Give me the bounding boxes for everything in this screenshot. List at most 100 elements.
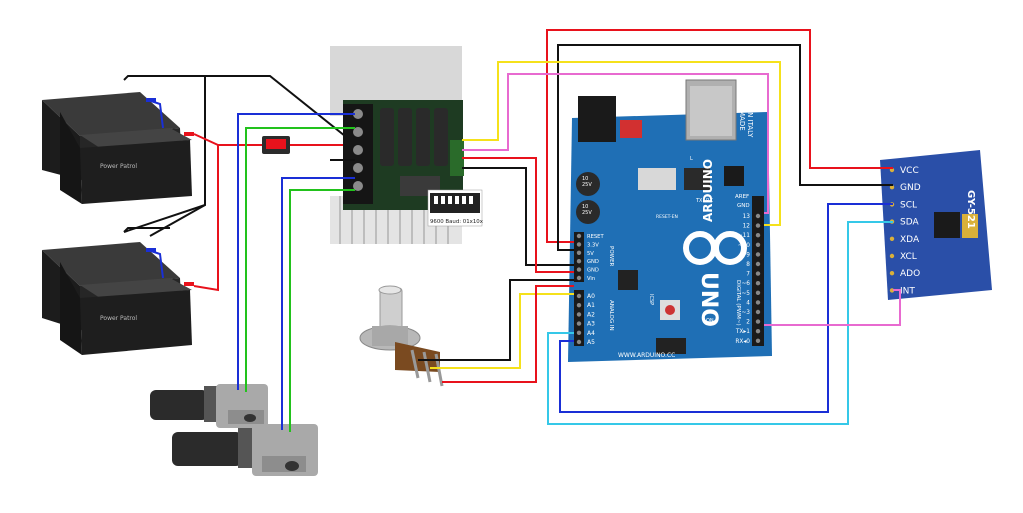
power-switch — [262, 136, 290, 154]
power-pin-hole — [576, 250, 582, 255]
power-pin-1: 3.3V — [587, 242, 599, 248]
wire-pink-s2 — [462, 73, 769, 214]
wire-green-motor2 — [289, 189, 355, 432]
analog-pin-hole — [576, 303, 582, 308]
mpu-pin-hole — [889, 253, 895, 259]
mpu-pin-scl: SCL — [900, 200, 917, 210]
analog-pin-4: A4 — [587, 330, 595, 337]
digital-pin-hole — [755, 252, 761, 257]
power-pin-2: 5V — [587, 251, 594, 257]
digital-pin-3: ~10 — [738, 243, 751, 249]
digital-pin-hole — [755, 300, 761, 305]
analog-pin-5: A5 — [587, 339, 595, 346]
arduino-l-label: L — [690, 156, 693, 162]
arduino-reset-en: RESET-EN — [656, 214, 678, 220]
power-pin-3: GND — [587, 259, 599, 265]
wire-black-pot — [418, 279, 574, 361]
power-pin-hole — [576, 233, 582, 239]
signal-wiring — [237, 29, 901, 432]
wire-blue-motor2 — [281, 177, 355, 430]
digital-pin-9: 4 — [746, 300, 750, 306]
mpu-pin-int: INT — [900, 286, 915, 296]
mpu-pin-hole — [889, 185, 895, 190]
wire-red-driver — [462, 157, 574, 273]
digital-pin-6: 7 — [746, 272, 750, 278]
wire-yellow-pot — [430, 293, 574, 369]
power-pin-hole — [576, 242, 582, 247]
wire-blue-scl — [559, 203, 893, 413]
digital-pin-hole — [755, 338, 761, 343]
digital-pin-hole — [755, 233, 761, 238]
wire-cyan-sda — [547, 221, 893, 425]
arduino-model: UNO — [696, 272, 721, 327]
digital-pin-12: TX▸1 — [735, 329, 750, 335]
wire-black-driver-gnd — [462, 167, 574, 266]
gear-motor-bottom — [172, 424, 318, 476]
mpu-pin-vcc: VCC — [900, 166, 919, 176]
dip-switch: 9600 Baud: 01x10x — [427, 189, 484, 227]
mpu-pin-xcl: XCL — [900, 252, 917, 262]
wire-red-vcc — [546, 29, 893, 243]
power-pin-hole — [576, 275, 582, 281]
digital-pin-hole — [755, 242, 761, 247]
arduino-digital-label: DIGITAL (PWM~) — [735, 280, 741, 326]
gear-motor-top — [150, 384, 268, 428]
mpu-6050-module: VCC GND SCL SDA XDA XCL ADO INT GY-521 — [880, 150, 992, 300]
battery-brand-label-2: Power Patrol — [100, 315, 137, 322]
wire-green-motor1 — [245, 127, 355, 392]
digital-pin-5: 8 — [746, 262, 750, 268]
arduino-board: ARDUINO UNO MADE IN ITALY WWW.ARDUINO.CC… — [568, 79, 772, 362]
arduino-analog-label: ANALOG IN — [608, 300, 614, 331]
arduino-gnd-top: GND — [737, 203, 750, 209]
power-pin-hole — [576, 267, 582, 272]
dip-baud-label: 9600 Baud: 01x10x — [430, 219, 484, 225]
digital-pin-13: RX◂0 — [735, 339, 750, 345]
analog-pin-0: A0 — [587, 293, 595, 300]
mpu-title: GY-521 — [965, 190, 976, 229]
digital-pin-hole — [755, 319, 761, 324]
battery-brand-label: Power Patrol — [100, 163, 137, 170]
arduino-rx-label: RX — [706, 198, 713, 204]
wire-red-pot — [442, 285, 574, 383]
analog-pin-hole — [576, 339, 582, 345]
arduino-icsp-label: ICSP — [648, 294, 654, 305]
arduino-brand: ARDUINO — [701, 159, 715, 222]
digital-pin-4: ~9 — [741, 252, 750, 258]
potentiometer — [359, 285, 444, 387]
digital-pin-11: 2 — [746, 320, 750, 326]
digital-pin-1: 12 — [743, 224, 751, 230]
analog-pin-hole — [576, 330, 582, 335]
analog-pin-2: A2 — [587, 311, 595, 318]
digital-pin-hole — [755, 213, 761, 219]
digital-pin-hole — [755, 329, 761, 334]
battery-pack-top: Power Patrol — [42, 92, 194, 204]
power-pin-0: RESET — [587, 234, 604, 240]
arduino-made-label: MADE — [738, 110, 746, 131]
analog-pin-1: A1 — [587, 302, 595, 309]
digital-pin-8: ~5 — [741, 291, 750, 297]
mpu-pin-sda: SDA — [900, 218, 919, 228]
digital-pin-0: 13 — [743, 214, 751, 220]
analog-pin-hole — [576, 312, 582, 317]
wire-yellow-s1 — [462, 61, 781, 226]
digital-pin-hole — [755, 281, 761, 286]
digital-pin-hole — [755, 261, 761, 267]
mpu-pin-hole — [889, 236, 895, 241]
arduino-on-label: ON — [706, 318, 714, 324]
arduino-italy-label: IN ITALY — [746, 110, 754, 138]
mpu-pin-ado: ADO — [900, 269, 920, 279]
digital-pin-2: ~11 — [738, 233, 751, 239]
arduino-power-label: POWER — [608, 246, 614, 267]
arduino-url: WWW.ARDUINO.CC — [618, 352, 675, 359]
analog-pin-hole — [576, 293, 582, 299]
battery-pack-bottom: Power Patrol — [42, 242, 194, 355]
mpu-pin-gnd: GND — [900, 183, 921, 193]
mpu-pin-xda: XDA — [900, 235, 920, 245]
power-pin-4: GND — [587, 268, 599, 274]
